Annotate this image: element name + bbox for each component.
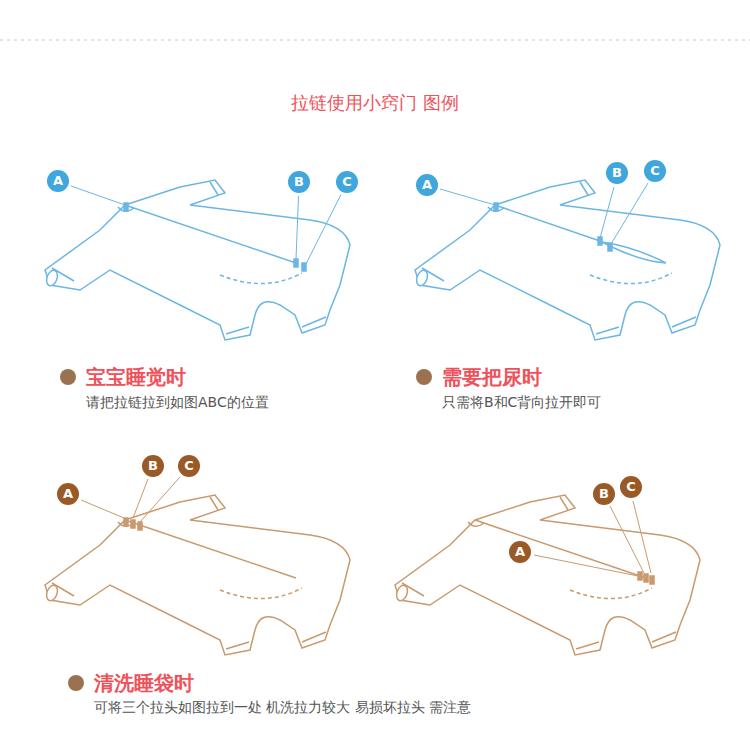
- leader-line: [611, 183, 648, 244]
- leader-line: [440, 189, 495, 205]
- callout-letter: C: [644, 160, 666, 182]
- section-note: 可将三个拉头如图拉到一处 机洗拉力较大 易损坏拉头 需注意: [94, 697, 471, 717]
- leader-line: [534, 555, 638, 576]
- zipper-pull: [494, 203, 498, 211]
- zipper-pull: [138, 522, 142, 530]
- sleeping-bag: [395, 495, 700, 655]
- diagram-title: 拉链使用小窍门 图例: [0, 91, 750, 115]
- callout-letter: A: [47, 170, 69, 192]
- leader-line: [71, 186, 125, 205]
- zipper-pull: [302, 263, 306, 271]
- bullet-dot: [60, 369, 76, 385]
- zipper: [475, 520, 646, 578]
- zipper-pull: [598, 237, 602, 245]
- leader-line: [610, 506, 644, 573]
- callout-letter: B: [593, 483, 615, 505]
- section-note: 只需将B和C背向拉开即可: [442, 392, 601, 412]
- zipper-pull: [131, 520, 135, 528]
- leader-lines: [81, 477, 651, 576]
- bullet-dot: [68, 675, 84, 691]
- callout-letter: C: [336, 171, 358, 193]
- leader-line: [633, 501, 651, 573]
- zipper-pull: [294, 259, 298, 267]
- section-heading: 清洗睡袋时: [94, 670, 194, 696]
- leader-line: [81, 500, 124, 518]
- sleeping-bag: [415, 180, 720, 340]
- zipper: [125, 205, 296, 263]
- leader-line: [600, 187, 614, 238]
- callout-letter: B: [606, 162, 628, 184]
- zipper-pull: [644, 574, 648, 582]
- callout-letter: C: [620, 476, 642, 498]
- zipper-pull: [638, 572, 642, 580]
- leader-line: [140, 477, 180, 522]
- leader-line: [296, 196, 299, 259]
- callout-letter: B: [288, 171, 310, 193]
- callout-letter: B: [142, 455, 164, 477]
- zipper-pull: [650, 576, 654, 584]
- callout-letter: A: [57, 483, 79, 505]
- callout-letter: C: [178, 455, 200, 477]
- dashed-rule: [0, 40, 750, 41]
- zipper-pull: [124, 203, 128, 211]
- leader-line: [133, 479, 148, 518]
- zipper-opening: [602, 242, 666, 263]
- zipper: [125, 520, 296, 578]
- bullet-dot: [416, 369, 432, 385]
- zipper: [495, 205, 600, 241]
- sleeping-bag: [45, 180, 350, 340]
- leader-line: [306, 195, 341, 265]
- section-note: 请把拉链拉到如图ABC的位置: [86, 392, 269, 412]
- section-heading: 宝宝睡觉时: [86, 364, 186, 390]
- leader-lines: [71, 183, 648, 264]
- sleeping-bag: [45, 495, 350, 655]
- zipper-pull: [124, 518, 128, 526]
- callout-letter: A: [509, 541, 531, 563]
- section-heading: 需要把尿时: [442, 364, 542, 390]
- callout-letter: A: [416, 174, 438, 196]
